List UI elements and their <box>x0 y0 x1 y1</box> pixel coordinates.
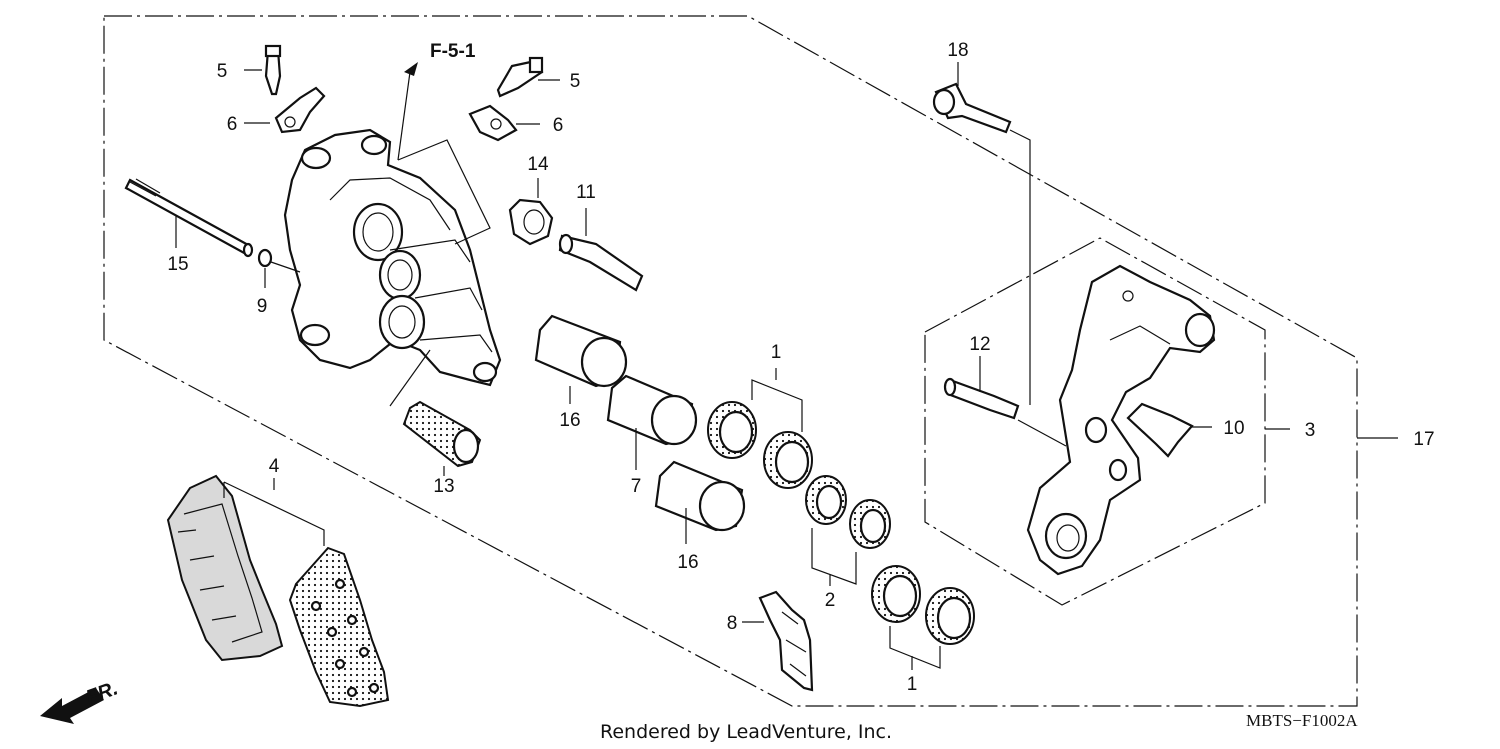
piston-16-bottom <box>654 460 746 544</box>
f51-bracket-line <box>397 139 491 245</box>
callout-16-top: 16 <box>559 410 580 431</box>
callout-6-right: 6 <box>553 115 564 136</box>
piston-16-top <box>534 314 628 404</box>
assembly-boundary <box>103 15 1398 707</box>
callout-5-right: 5 <box>570 71 581 92</box>
leader-9b <box>270 261 301 273</box>
dust-seal-2b <box>849 499 891 549</box>
leader-1-top <box>751 368 803 432</box>
bleeder-cap-6-right <box>468 104 540 142</box>
callout-2: 2 <box>825 590 836 611</box>
callout-1-bottom: 1 <box>907 674 918 695</box>
piston-seal-1a <box>707 401 757 459</box>
callout-12: 12 <box>969 334 990 355</box>
reference-label: F-5-1 <box>430 41 476 62</box>
callout-9: 9 <box>257 296 268 317</box>
o-ring-9 <box>257 248 273 268</box>
leader-1-bottom <box>889 626 941 670</box>
pin-boot-13 <box>389 349 482 476</box>
callout-4: 4 <box>269 456 280 477</box>
callout-15: 15 <box>167 254 188 275</box>
callout-17: 17 <box>1413 429 1434 450</box>
dust-seal-2a <box>805 475 847 525</box>
callout-7: 7 <box>631 476 642 497</box>
leader-2 <box>811 528 857 586</box>
flange-bolt-18 <box>932 62 1031 405</box>
callout-11: 11 <box>576 182 596 203</box>
piston-seal-1d <box>925 587 975 645</box>
front-direction-arrow <box>40 688 104 724</box>
front-direction-label: FR. <box>83 677 121 709</box>
callout-14: 14 <box>527 154 549 175</box>
f51-arrowhead <box>404 62 418 76</box>
pad-retainer-10 <box>1126 402 1212 458</box>
callout-16-bottom: 16 <box>677 552 698 573</box>
credit-text: Rendered by LeadVenture, Inc. <box>600 721 892 743</box>
bracket-pin-12 <box>943 356 1067 447</box>
callout-8: 8 <box>727 613 738 634</box>
bleeder-screw-5-right <box>496 56 560 98</box>
callout-10: 10 <box>1223 418 1244 439</box>
callout-3: 3 <box>1305 420 1316 441</box>
callout-18: 18 <box>947 40 968 61</box>
bleeder-screw-5-left <box>244 44 282 96</box>
callout-6-left: 6 <box>227 114 238 135</box>
bleeder-cap-6-left <box>244 86 326 134</box>
leader-4 <box>223 478 325 546</box>
callout-13: 13 <box>433 476 454 497</box>
caliper-bracket-3 <box>1026 264 1216 576</box>
caliper-pin-11 <box>558 208 644 292</box>
diagram-code: MBTS−F1002A <box>1246 711 1358 730</box>
piston-seal-1b <box>763 431 813 489</box>
boot-14 <box>508 178 554 246</box>
caliper-body <box>283 128 502 387</box>
brake-pad-4-left <box>166 474 284 662</box>
f51-leader <box>397 71 411 161</box>
pad-pin-15 <box>124 178 254 258</box>
callout-1-top: 1 <box>771 342 782 363</box>
callout-5-left: 5 <box>217 61 228 82</box>
piston-seal-1c <box>871 565 921 623</box>
bracket-boundary <box>924 237 1290 606</box>
piston-7 <box>606 374 698 470</box>
pad-spring-8 <box>742 590 814 692</box>
brake-pad-4-right <box>288 546 390 708</box>
